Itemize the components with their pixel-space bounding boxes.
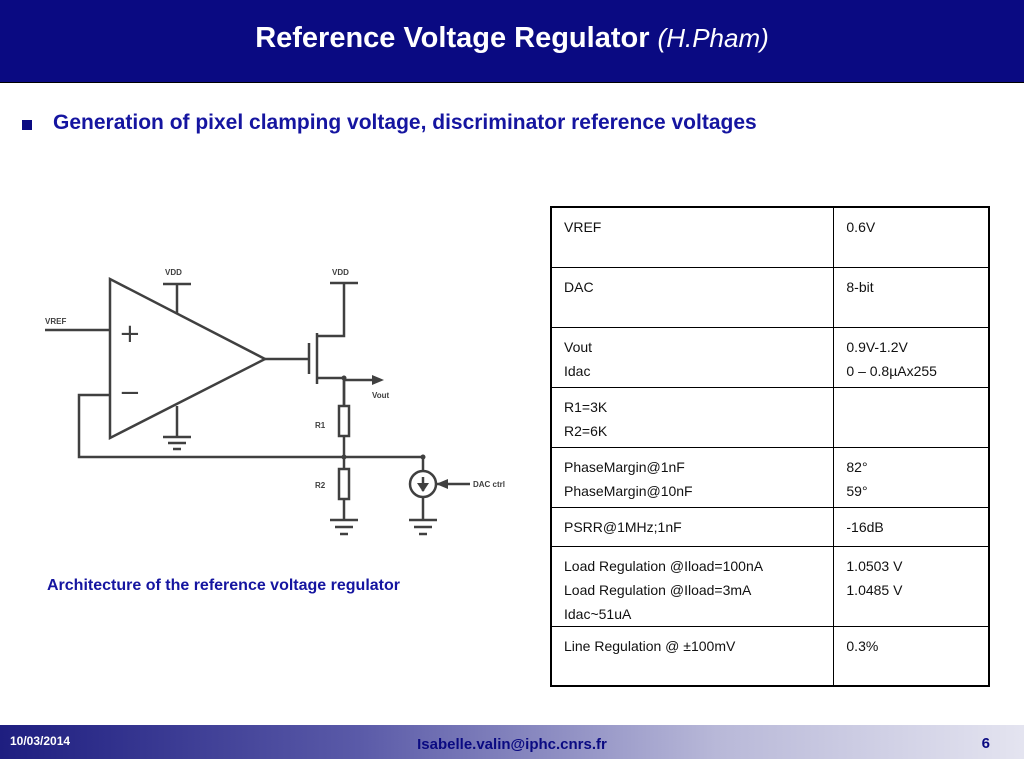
title-bar: Reference Voltage Regulator (H.Pham) bbox=[0, 0, 1024, 83]
param-cell: PhaseMargin@1nF PhaseMargin@10nF bbox=[550, 446, 835, 508]
value-text: 0.6V bbox=[846, 219, 876, 235]
param-cell: Load Regulation @Iload=100nA Load Regula… bbox=[550, 545, 835, 627]
param-text: Load Regulation @Iload=100nA bbox=[564, 557, 764, 574]
value-text: 0.9V-1.2V bbox=[846, 338, 908, 355]
value-text: 0 – 0.8µAx255 bbox=[846, 362, 937, 379]
param-text: DAC bbox=[564, 278, 594, 295]
table-row: PhaseMargin@1nF PhaseMargin@10nF 82° 59° bbox=[550, 446, 990, 508]
param-text: R2=6K bbox=[564, 422, 608, 439]
param-cell: VREF bbox=[550, 206, 835, 268]
r1-resistor bbox=[337, 404, 351, 438]
value-text: 8-bit bbox=[846, 278, 874, 295]
value-text: -16dB bbox=[846, 518, 884, 535]
table-row: R1=3K R2=6K bbox=[550, 386, 990, 448]
schematic-caption: Architecture of the reference voltage re… bbox=[47, 577, 400, 594]
feedback-wire bbox=[77, 393, 342, 459]
table-row: PSRR@1MHz;1nF -16dB bbox=[550, 506, 990, 547]
value-text: 82° bbox=[846, 458, 868, 475]
value-cell: -16dB bbox=[833, 506, 990, 547]
value-text: 0.3% bbox=[846, 637, 879, 654]
value-cell: 8-bit bbox=[833, 266, 990, 328]
table-row: DAC 8-bit bbox=[550, 266, 990, 328]
opamp-minus-label: − bbox=[119, 378, 141, 408]
vout-label: Vout bbox=[372, 391, 390, 400]
dac-ctrl-label: DAC ctrl bbox=[473, 480, 505, 489]
footer-email: Isabelle.valin@iphc.cnrs.fr bbox=[417, 736, 607, 753]
slide-title-author: (H.Pham) bbox=[657, 23, 769, 53]
bullet-text: Generation of pixel clamping voltage, di… bbox=[53, 111, 757, 134]
value-text: 59° bbox=[846, 482, 868, 499]
regulator-schematic: + − VDD VDD VREF Vout R1 R2 DAC ctrl bbox=[40, 262, 510, 542]
r2-label: R2 bbox=[315, 481, 326, 490]
value-cell: 82° 59° bbox=[833, 446, 990, 508]
r1-label: R1 bbox=[315, 421, 326, 430]
value-cell: 0.6V bbox=[833, 206, 990, 268]
vref-label: VREF bbox=[45, 317, 66, 326]
param-cell: Vout Idac bbox=[550, 326, 835, 388]
slide-title-main: Reference Voltage Regulator bbox=[255, 22, 650, 54]
schematic-diagram: + − VDD VDD VREF Vout R1 R2 DAC ctrl bbox=[45, 268, 505, 536]
opamp-triangle bbox=[108, 276, 268, 441]
footer-date: 10/03/2014 bbox=[10, 734, 71, 748]
slide-title: Reference Voltage Regulator (H.Pham) bbox=[0, 22, 1024, 55]
param-text: PhaseMargin@1nF bbox=[564, 458, 685, 475]
param-text: Vout bbox=[564, 338, 593, 355]
vdd-right-label: VDD bbox=[332, 268, 349, 277]
value-cell: 0.3% bbox=[833, 625, 990, 687]
r2-resistor bbox=[337, 467, 351, 501]
value-text: 1.0503 V bbox=[846, 557, 903, 574]
value-text: 1.0485 V bbox=[846, 581, 903, 598]
table-row: VREF 0.6V bbox=[550, 206, 990, 268]
param-cell: Line Regulation @ ±100mV bbox=[550, 625, 835, 687]
opamp-plus-label: + bbox=[119, 319, 141, 349]
footer-bar: 10/03/2014 Isabelle.valin@iphc.cnrs.fr 6 bbox=[0, 725, 1024, 759]
param-cell: DAC bbox=[550, 266, 835, 328]
param-cell: R1=3K R2=6K bbox=[550, 386, 835, 448]
spec-table: VREF 0.6V DAC 8-bit Vout Idac 0.9V-1.2V … bbox=[550, 206, 990, 687]
value-cell: 1.0503 V 1.0485 V bbox=[833, 545, 990, 627]
param-cell: PSRR@1MHz;1nF bbox=[550, 506, 835, 547]
param-text: PSRR@1MHz;1nF bbox=[564, 518, 682, 535]
value-cell bbox=[833, 386, 990, 448]
param-text: VREF bbox=[564, 219, 602, 235]
page-number: 6 bbox=[981, 735, 990, 752]
value-cell: 0.9V-1.2V 0 – 0.8µAx255 bbox=[833, 326, 990, 388]
param-text: Line Regulation @ ±100mV bbox=[564, 637, 736, 654]
param-text: Idac~51uA bbox=[564, 605, 632, 622]
table-row: Vout Idac 0.9V-1.2V 0 – 0.8µAx255 bbox=[550, 326, 990, 388]
table-row: Load Regulation @Iload=100nA Load Regula… bbox=[550, 545, 990, 627]
param-text: PhaseMargin@10nF bbox=[564, 482, 693, 499]
param-text: Idac bbox=[564, 362, 591, 379]
table-row: Line Regulation @ ±100mV 0.3% bbox=[550, 625, 990, 687]
param-text: Load Regulation @Iload=3mA bbox=[564, 581, 752, 598]
bullet-square-icon bbox=[22, 120, 32, 130]
param-text: R1=3K bbox=[564, 398, 608, 415]
vdd-left-label: VDD bbox=[165, 268, 182, 277]
